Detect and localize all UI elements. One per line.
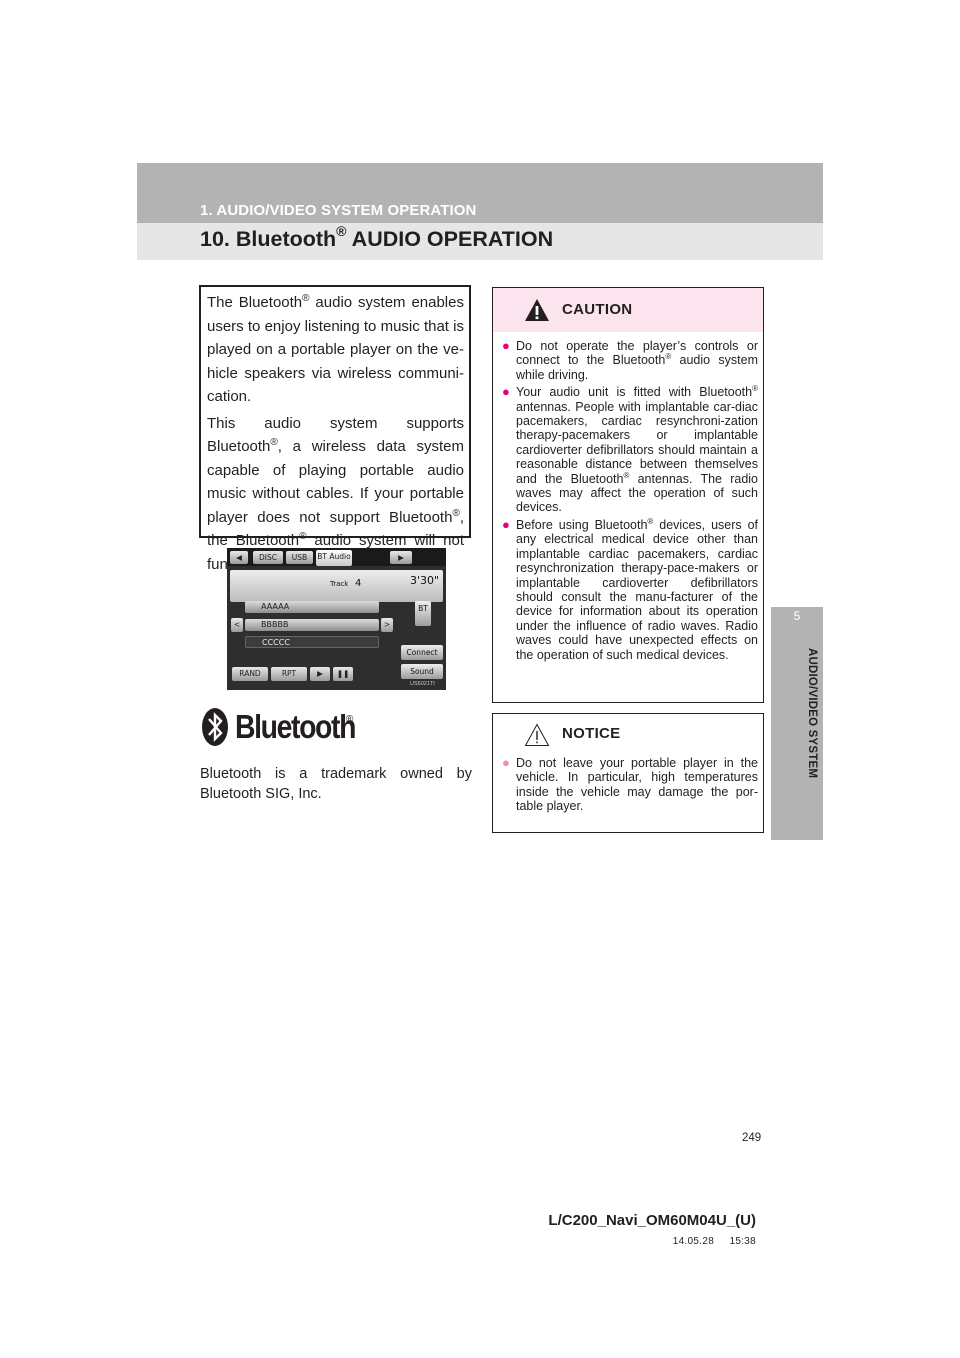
warning-triangle-icon <box>525 299 549 321</box>
bullet-icon: ● <box>502 384 510 400</box>
document-code: L/C200_Navi_OM60M04U_(U) <box>548 1212 756 1229</box>
page-title: 10. Bluetooth® AUDIO OPERATION <box>200 222 554 251</box>
notice-list: ●Do not leave your portable player in th… <box>502 755 758 817</box>
caution-box: CAUTION ●Do not operate the player’s con… <box>492 287 764 703</box>
screen-pause-icon: ❚❚ <box>333 667 353 681</box>
screen-time: 3'30" <box>410 574 440 587</box>
caution-item-3: ●Before using Bluetooth® devices, users … <box>502 516 758 662</box>
screen-prev-icon: < <box>231 618 243 632</box>
screen-bt-icon: BT <box>415 601 431 626</box>
caution-list: ●Do not operate the player’s controls or… <box>502 338 759 665</box>
back-arrow-icon: ◀ <box>230 551 248 564</box>
trademark-note: Bluetooth is a trademark owned by Blueto… <box>200 766 472 802</box>
screen-rand-button: RAND <box>232 667 268 681</box>
section-title: 1. AUDIO/VIDEO SYSTEM OPERATION <box>200 202 477 219</box>
notice-box: NOTICE ●Do not leave your portable playe… <box>492 713 764 833</box>
screen-row-artist: BBBBB <box>245 619 379 631</box>
header-band <box>137 163 823 223</box>
bullet-icon: ● <box>502 338 510 353</box>
screen-next-icon: > <box>381 618 393 632</box>
screen-row-title: AAAAA <box>245 601 379 613</box>
page-number: 249 <box>742 1132 762 1144</box>
notice-header: NOTICE <box>493 714 763 756</box>
bluetooth-logo-word: Bluetooth <box>235 708 356 745</box>
caution-item-1: ●Do not operate the player’s controls or… <box>502 338 758 382</box>
bullet-icon: ● <box>502 516 510 532</box>
screen-sound-button: Sound <box>401 664 443 679</box>
chapter-number: 5 <box>793 609 801 623</box>
bullet-icon: ● <box>502 755 510 770</box>
bt-audio-screen-image: ◀ DISC USB BT Audio ▶ Track 4 3'30" AAAA… <box>227 548 446 690</box>
intro-box: The Bluetooth® audio system enables user… <box>199 285 471 573</box>
caution-item-2: ●Your audio unit is fitted with Bluetoot… <box>502 384 759 515</box>
screen-row-album: CCCCC <box>245 636 379 648</box>
screen-tab-usb: USB <box>286 551 313 564</box>
screen-tab-disc: DISC <box>253 551 283 564</box>
screen-image-code: US5021TI <box>410 681 435 687</box>
screen-connect-button: Connect <box>401 645 443 660</box>
caution-title: CAUTION <box>562 301 633 318</box>
screen-rpt-button: RPT <box>271 667 307 681</box>
chapter-label: AUDIO/VIDEO SYSTEM <box>806 648 818 779</box>
screen-play-icon: ▶ <box>310 667 330 681</box>
document-date: 14.05.28 15:38 <box>672 1236 756 1247</box>
notice-title: NOTICE <box>562 725 621 742</box>
bluetooth-logo-reg: ® <box>346 714 354 725</box>
chapter-tab <box>771 607 823 840</box>
screen-track-panel <box>230 570 443 602</box>
caution-header: CAUTION <box>493 288 763 332</box>
notice-item-1: ●Do not leave your portable player in th… <box>502 755 758 814</box>
forward-arrow-icon: ▶ <box>390 551 412 564</box>
screen-track-label: Track 4 <box>330 578 362 589</box>
intro-paragraph-1: The Bluetooth® audio system enables user… <box>207 293 464 406</box>
title-band <box>137 223 823 260</box>
notice-triangle-icon <box>524 723 550 746</box>
screen-tab-bt-audio: BT Audio <box>316 550 352 566</box>
bluetooth-logo-icon <box>202 708 228 746</box>
